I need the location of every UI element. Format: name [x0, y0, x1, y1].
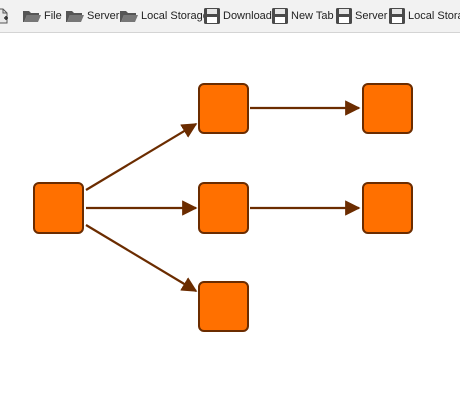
floppy-disk-icon [203, 7, 221, 25]
diagram-canvas[interactable] [0, 33, 460, 400]
folder-open-icon [65, 7, 85, 25]
floppy-disk-icon [271, 7, 289, 25]
toolbar: File Server Local Storage Downlo [0, 0, 460, 33]
new-button[interactable] [0, 6, 10, 26]
node-n4[interactable] [362, 83, 413, 134]
new-tab-button[interactable]: New Tab [271, 6, 334, 26]
new-tab-label: New Tab [291, 10, 334, 22]
file-label: File [44, 10, 62, 22]
download-button[interactable]: Download [203, 6, 272, 26]
node-n2[interactable] [198, 182, 249, 234]
node-n5[interactable] [362, 182, 413, 234]
folder-open-icon [119, 7, 139, 25]
node-n3[interactable] [198, 281, 249, 332]
local-storage-label: Local Storage [141, 10, 209, 22]
open-file-button[interactable]: File [22, 6, 62, 26]
save-local-storage-button[interactable]: Local Storage [388, 6, 460, 26]
edge-n0-n1[interactable] [85, 123, 198, 191]
floppy-disk-icon [388, 7, 406, 25]
open-server-button[interactable]: Server [65, 6, 119, 26]
server-label: Server [355, 10, 388, 22]
open-local-storage-button[interactable]: Local Storage [119, 6, 209, 26]
folder-open-icon [22, 7, 42, 25]
local-storage-label: Local Storage [408, 10, 460, 22]
diagram-svg [33, 83, 413, 332]
save-server-button[interactable]: Server [335, 6, 387, 26]
download-label: Download [223, 10, 272, 22]
edge-n0-n3[interactable] [85, 224, 198, 292]
floppy-disk-icon [335, 7, 353, 25]
node-n0[interactable] [33, 182, 84, 234]
new-file-icon [0, 7, 10, 25]
server-label: Server [87, 10, 120, 22]
node-n1[interactable] [198, 83, 249, 134]
